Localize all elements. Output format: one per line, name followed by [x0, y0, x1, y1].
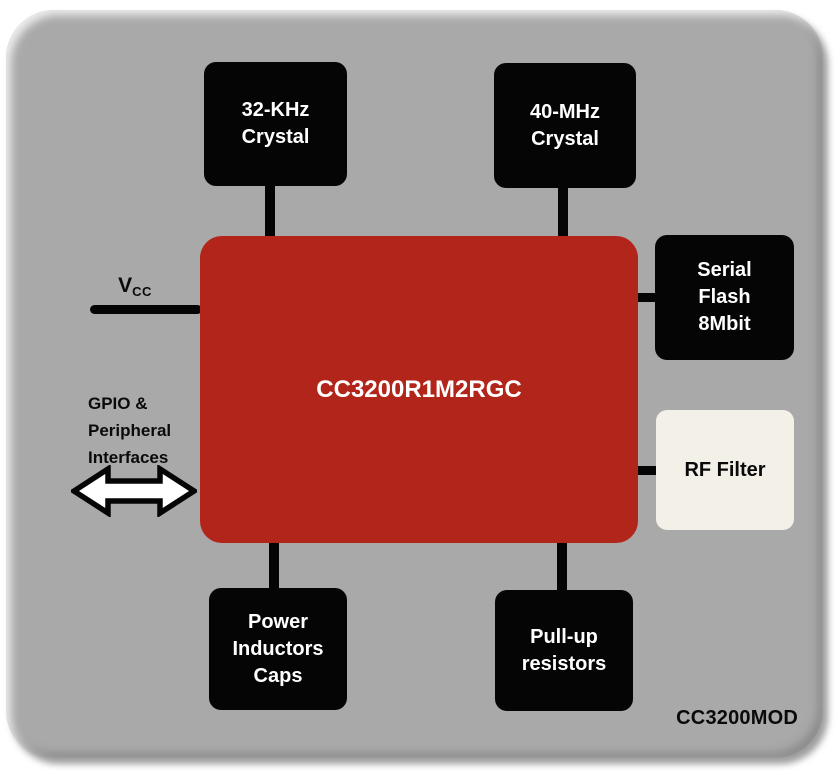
gpio-label-line1: GPIO &: [88, 394, 148, 413]
vcc-supply-line: [90, 305, 202, 314]
block-32khz-line1: 32-KHz: [241, 99, 310, 121]
block-serialflash-line1: Serial: [697, 259, 752, 281]
block-cc3200r1m2rgc-chip: CC3200R1M2RGC: [200, 236, 638, 543]
block-power-line2: Inductors: [232, 637, 324, 660]
block-32khz-line2: Crystal: [241, 126, 310, 148]
vcc-label-subscript: CC: [132, 284, 152, 299]
gpio-label-line2: Peripheral: [88, 421, 172, 440]
connector-crystal32-chip: [265, 184, 275, 238]
block-40mhz-line1: 40-MHz: [529, 100, 600, 123]
connector-crystal40-chip: [558, 186, 568, 238]
block-pullup-line1: Pull-up: [530, 625, 598, 648]
block-40mhz-line2: Crystal: [531, 127, 599, 150]
chip-label: CC3200R1M2RGC: [316, 376, 522, 403]
gpio-label-line3: Interfaces: [88, 448, 169, 467]
block-power-line1: Power: [247, 610, 309, 633]
connector-chip-rffilter: [634, 466, 658, 475]
block-serialflash-line3: 8Mbit: [698, 313, 751, 335]
block-pullup-resistors: Pull-up resistors: [495, 590, 633, 711]
block-serialflash-line2: Flash: [698, 286, 751, 308]
connector-chip-pullup: [557, 541, 567, 592]
vcc-label: VCC: [94, 274, 176, 299]
connector-chip-power: [269, 541, 279, 590]
gpio-peripheral-label: GPIO & Peripheral Interfaces: [88, 390, 171, 471]
module-name-label: CC3200MOD: [676, 707, 798, 729]
rf-filter-label: RF Filter: [684, 458, 766, 481]
block-40mhz-crystal: 40-MHz Crystal: [494, 63, 636, 188]
block-rf-filter: RF Filter: [656, 410, 794, 530]
block-32khz-crystal: 32-KHz Crystal: [204, 62, 347, 186]
connector-chip-serialflash: [634, 293, 657, 302]
double-arrow-icon: [71, 465, 197, 517]
block-pullup-line2: resistors: [521, 652, 607, 675]
block-power-inductors-caps: Power Inductors Caps: [209, 588, 347, 710]
block-serial-flash: Serial Flash 8Mbit: [655, 235, 794, 360]
block-power-line3: Caps: [253, 664, 303, 687]
vcc-label-main: V: [118, 274, 133, 297]
